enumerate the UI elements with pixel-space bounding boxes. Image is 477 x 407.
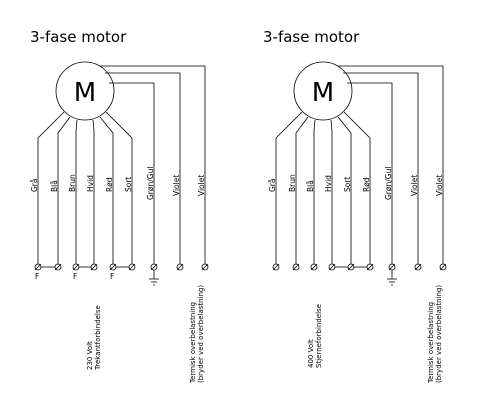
left-wire-3 <box>75 119 78 264</box>
left-label-9: Violet <box>197 175 206 196</box>
right-title: 3-fase motor <box>263 28 360 46</box>
left-voltage: 230 Volt <box>86 341 94 370</box>
left-wire-9 <box>100 65 206 264</box>
left-wire-5 <box>99 116 114 264</box>
right-wire-8 <box>343 72 419 264</box>
left-wire-8 <box>105 72 181 264</box>
left-wire-6 <box>105 111 133 264</box>
right-wire-labels: Grå Brun Blå Hvid Sort Rød Grøn/Gul Viol… <box>268 167 444 200</box>
right-connection: Stjerneforbindelse <box>315 304 323 368</box>
right-label-4: Hvid <box>324 175 333 192</box>
left-phase-f3: F <box>110 272 114 281</box>
left-wire-2 <box>57 116 71 264</box>
left-diagram: 3-fase motor M Grå Blå Brun Hvid Rød Sor… <box>30 28 209 384</box>
terminal-icon <box>176 263 184 271</box>
right-diagram: 3-fase motor M Grå Brun Blå Hvid Sort Rø… <box>263 28 447 384</box>
right-label-6: Rød <box>362 177 371 192</box>
terminal-icon <box>72 263 80 271</box>
terminal-icon <box>388 263 396 271</box>
right-wire-9 <box>338 65 444 264</box>
left-label-3: Brun <box>68 174 77 192</box>
left-wire-1 <box>37 111 65 264</box>
left-label-6: Sort <box>124 177 133 192</box>
left-label-4: Hvid <box>86 175 95 192</box>
right-label-9: Violet <box>435 175 444 196</box>
left-label-5: Rød <box>105 177 114 192</box>
right-voltage: 400 Volt <box>307 339 315 368</box>
terminal-icon <box>201 263 209 271</box>
terminal-icon <box>150 263 158 271</box>
right-ground-icon <box>387 270 397 286</box>
left-motor-circle <box>55 61 115 121</box>
right-label-7: Grøn/Gul <box>384 167 393 200</box>
right-wire-2 <box>295 116 309 264</box>
right-thermal-1: Termisk overbelastning <box>427 302 435 384</box>
left-label-1: Grå <box>30 179 39 193</box>
terminal-icon <box>54 263 62 271</box>
terminal-icon <box>439 263 447 271</box>
left-connection: Trekantforbindelse <box>94 305 102 371</box>
left-thermal-2: (bryder ved overbelastning) <box>197 285 205 383</box>
right-motor-circle <box>293 61 353 121</box>
terminal-icon <box>90 263 98 271</box>
right-label-1: Grå <box>268 179 277 193</box>
left-label-7: Grøn/Gul <box>146 167 155 200</box>
left-wire-4 <box>92 119 95 264</box>
terminal-icon <box>328 263 336 271</box>
terminal-icon <box>310 263 318 271</box>
terminal-icon <box>414 263 422 271</box>
right-wire-3 <box>313 119 316 264</box>
right-wire-4 <box>330 119 333 264</box>
left-wires <box>37 65 206 264</box>
terminal-icon <box>347 263 355 271</box>
right-wire-5 <box>337 116 352 264</box>
terminal-icon <box>272 263 280 271</box>
right-wire-1 <box>275 111 303 264</box>
right-wires <box>275 65 444 264</box>
left-phase-f1: F <box>35 272 39 281</box>
right-label-3: Blå <box>306 180 315 192</box>
terminal-icon <box>109 263 117 271</box>
left-ground-icon <box>149 270 159 286</box>
left-label-2: Blå <box>50 180 59 192</box>
right-label-8: Violet <box>410 175 419 196</box>
left-phase-f2: F <box>73 272 77 281</box>
right-label-2: Brun <box>288 174 297 192</box>
right-thermal-2: (bryder ved overbelastning) <box>435 285 443 383</box>
right-motor-letter: M <box>312 78 334 108</box>
terminal-icon <box>34 263 42 271</box>
left-label-8: Violet <box>172 175 181 196</box>
right-label-5: Sort <box>343 177 352 192</box>
left-wire-labels: Grå Blå Brun Hvid Rød Sort Grøn/Gul Viol… <box>30 167 206 200</box>
left-title: 3-fase motor <box>30 28 127 46</box>
left-wire-7 <box>109 82 155 264</box>
right-wire-6 <box>343 111 371 264</box>
right-wire-7 <box>347 82 393 264</box>
terminal-icon <box>292 263 300 271</box>
terminal-icon <box>128 263 136 271</box>
left-motor-letter: M <box>74 78 96 108</box>
left-thermal-1: Termisk overbelastning <box>189 302 197 384</box>
terminal-icon <box>366 263 374 271</box>
